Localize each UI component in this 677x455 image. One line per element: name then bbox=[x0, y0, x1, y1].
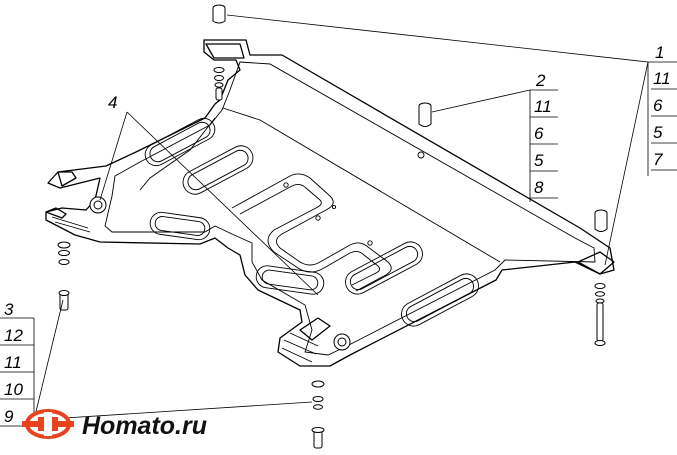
callout-group-left-top: 4 bbox=[108, 93, 117, 112]
logo-emblem-icon bbox=[22, 409, 74, 439]
callout-group-top-right: 1 11 6 5 7 bbox=[651, 43, 677, 171]
callout-label: 5 bbox=[653, 123, 663, 142]
callout-group-center: 2 11 6 5 8 bbox=[530, 71, 558, 199]
callout-label: 7 bbox=[653, 150, 663, 169]
callout-label: 5 bbox=[534, 151, 544, 170]
center-spacer bbox=[418, 102, 432, 127]
callout-label: 11 bbox=[534, 97, 552, 116]
top-spacer bbox=[212, 4, 226, 24]
callout-label: 6 bbox=[534, 124, 544, 143]
hardware bbox=[57, 4, 608, 449]
callout-label: 1 bbox=[655, 43, 664, 62]
callout-label: 6 bbox=[653, 96, 663, 115]
bottom-bolt-stack bbox=[311, 380, 325, 449]
callout-label: 12 bbox=[4, 326, 23, 345]
callout-group-bottom-left: 3 12 11 10 9 bbox=[0, 300, 34, 427]
homato-logo: Homato.ru bbox=[22, 409, 207, 440]
callout-label: 11 bbox=[653, 69, 671, 88]
callout-label: 9 bbox=[4, 407, 14, 426]
skid-plate bbox=[45, 39, 615, 367]
captive-nut-left bbox=[89, 196, 107, 214]
callout-label: 4 bbox=[108, 93, 117, 112]
callout-label: 2 bbox=[535, 71, 546, 90]
left-bolt-stack bbox=[57, 241, 71, 311]
callout-label: 3 bbox=[4, 300, 14, 319]
logo-wordmark: Homato.ru bbox=[82, 412, 207, 440]
right-spacer bbox=[594, 209, 608, 232]
leader-lines bbox=[0, 14, 677, 430]
captive-nut-front bbox=[333, 333, 351, 351]
callout-label: 10 bbox=[4, 380, 23, 399]
callout-label: 11 bbox=[4, 353, 22, 372]
top-washer-stack bbox=[213, 67, 225, 101]
stiffener-slots bbox=[144, 117, 479, 327]
right-bolt-stack bbox=[594, 283, 606, 346]
callout-label: 8 bbox=[534, 178, 544, 197]
